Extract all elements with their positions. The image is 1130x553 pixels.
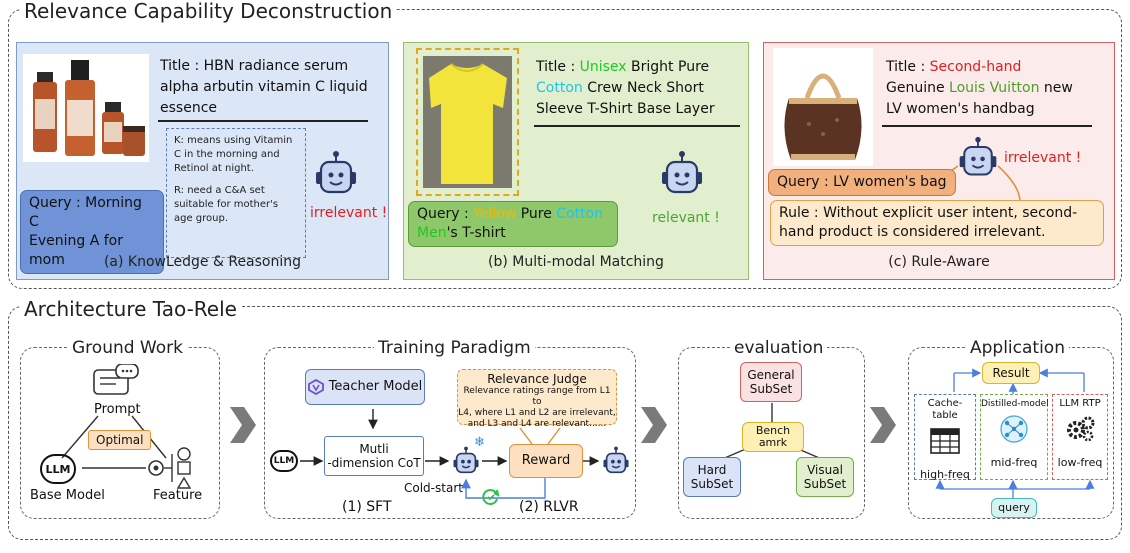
query-label: query xyxy=(998,501,1030,514)
snowflake-icon: ❄ xyxy=(474,435,485,450)
benchmark-box: Bench amrk xyxy=(742,422,804,452)
distilled-model-label: Distilled-model xyxy=(981,399,1049,409)
verdict-b: relevant ! xyxy=(652,210,720,226)
flow-arrow-icon xyxy=(641,407,667,443)
training-llm-label: LLM xyxy=(273,456,295,466)
cache-table-label: Cache-table xyxy=(927,398,963,421)
panel-a-title: Title : HBN radiance serum alpha arbutin… xyxy=(160,58,368,116)
result-box: Result xyxy=(982,362,1040,384)
query-pill-b: Query : Yellow Pure Cotton Men's T-shirt xyxy=(408,201,618,247)
robot-icon xyxy=(959,136,997,176)
prompt-chat-icon xyxy=(93,364,139,395)
flow-arrow-icon xyxy=(870,407,896,443)
tshirt-product-image xyxy=(423,56,512,188)
low-freq-label: low-freq xyxy=(1057,456,1103,469)
feature-icon xyxy=(148,447,192,489)
serum-product-image xyxy=(23,54,149,162)
relevance-judge-title: Relevance Judge xyxy=(487,372,587,386)
ground-work-title: Ground Work xyxy=(68,338,187,358)
robot-icon xyxy=(603,446,629,474)
llm-rtp-column: LLM RTP low-freq xyxy=(1052,394,1108,480)
prompt-label: Prompt xyxy=(94,402,141,417)
general-subset-box: General SubSet xyxy=(740,362,802,402)
reward-label: Reward xyxy=(521,453,571,468)
cold-start-label: Cold-start xyxy=(404,481,463,495)
sft-label: (1) SFT xyxy=(342,499,392,515)
tshirt-image-frame xyxy=(416,48,519,196)
panel-c-caption: (c) Rule-Aware xyxy=(888,254,990,270)
rule-box: Rule : Without explicit user intent, sec… xyxy=(770,200,1104,246)
refresh-cycle-icon xyxy=(482,489,500,505)
robot-icon xyxy=(662,151,702,194)
mid-freq-label: mid-freq xyxy=(990,456,1038,469)
query-pill-c: Query : LV women's bag xyxy=(768,169,956,196)
hard-subset-box: Hard SubSet xyxy=(683,457,741,497)
panel-c-divider xyxy=(882,125,1092,127)
panel-a-caption: (a) KnowLedge & Reasoning xyxy=(103,254,302,270)
gears-icon xyxy=(1067,416,1095,442)
distilled-model-column: Distilled-model mid-freq xyxy=(980,394,1049,480)
verdict-a: irrelevant ! xyxy=(310,205,388,221)
panel-a-divider xyxy=(158,120,368,122)
cot-box: Mutli -dimension CoT xyxy=(324,436,424,476)
table-icon xyxy=(930,428,960,454)
reward-box: Reward xyxy=(509,444,583,478)
rlvr-label: (2) RLVR xyxy=(519,499,579,515)
optimal-badge: Optimal xyxy=(88,430,152,450)
teacher-model-label: Teacher Model xyxy=(328,379,423,394)
top-section-title: Relevance Capability Deconstruction xyxy=(20,0,397,23)
query-pill-a: Query : Morning C Evening A for mom xyxy=(20,190,164,274)
neural-network-icon xyxy=(1000,415,1028,443)
panel-b-title: Title : Unisex Bright Pure Cotton Crew N… xyxy=(536,59,715,117)
reasoning-box: K: means using Vitamin C in the morning … xyxy=(166,128,306,258)
relevance-judge-box: Relevance Judge Relevance ratings range … xyxy=(457,369,617,429)
bottom-section-title: Architecture Tao-Rele xyxy=(20,297,241,321)
query-box: query xyxy=(991,498,1037,518)
verdict-c: irrelevant ! xyxy=(1004,150,1082,166)
bottom-section xyxy=(8,306,1122,540)
handbag-product-image xyxy=(773,48,873,166)
high-freq-label: high-freq xyxy=(920,468,970,481)
llm-icon-label: LLM xyxy=(45,462,71,476)
base-model-label: Base Model xyxy=(30,488,105,503)
teacher-model-box: Teacher Model xyxy=(305,369,425,405)
llm-icon: LLM xyxy=(270,450,298,472)
robot-icon xyxy=(453,446,479,474)
llm-rtp-label: LLM RTP xyxy=(1059,398,1101,409)
teacher-model-icon xyxy=(307,379,324,395)
flow-arrow-icon xyxy=(230,407,256,443)
cache-table-column: Cache-table high-freq xyxy=(914,394,976,481)
training-paradigm-title: Training Paradigm xyxy=(374,338,535,358)
result-label: Result xyxy=(992,366,1030,380)
panel-b-caption: (b) Multi-modal Matching xyxy=(488,254,664,270)
visual-subset-box: Visual SubSet xyxy=(796,457,854,497)
llm-icon: LLM xyxy=(40,454,76,484)
top-section xyxy=(8,9,1122,289)
panel-b-divider xyxy=(534,125,740,127)
application-title: Application xyxy=(966,338,1069,358)
panel-c-title: Title : Second-hand Genuine Louis Vuitto… xyxy=(886,59,1073,117)
evaluation-title: evaluation xyxy=(730,338,828,358)
feature-label: Feature xyxy=(153,488,203,503)
robot-icon xyxy=(316,151,356,194)
